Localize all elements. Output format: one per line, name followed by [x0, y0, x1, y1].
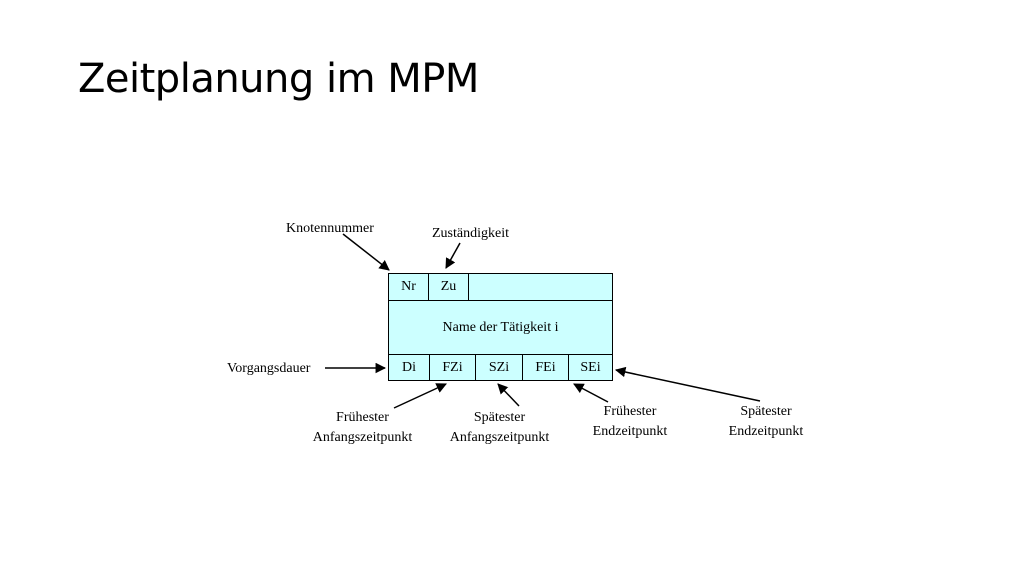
arrow-zustaendigkeit	[445, 242, 461, 269]
node-top-row: Nr Zu	[389, 274, 612, 301]
label-line: Anfangszeitpunkt	[312, 430, 413, 445]
slide-title: Zeitplanung im MPM	[78, 56, 479, 102]
label-line: Anfangszeitpunkt	[449, 430, 550, 445]
label-line: Endzeitpunkt	[728, 424, 804, 439]
arrow-fruehester-anfang	[393, 383, 447, 409]
label-spaetester-anfangszeitpunkt: Spätester Anfangszeitpunkt	[437, 408, 562, 448]
cell-name: Name der Tätigkeit i	[442, 319, 559, 335]
label-line: Frühester	[603, 404, 657, 419]
label-line: Frühester	[336, 410, 389, 425]
label-line: Spätester	[473, 410, 526, 425]
arrow-knotennummer	[342, 233, 390, 271]
cell-nr: Nr	[389, 274, 429, 300]
arrow-spaetester-ende	[614, 366, 761, 402]
label-fruehester-anfangszeitpunkt: Frühester Anfangszeitpunkt	[300, 408, 425, 448]
cell-zu: Zu	[429, 274, 469, 300]
label-line: Endzeitpunkt	[592, 424, 668, 439]
cell-sei: SEi	[580, 359, 601, 375]
label-spaetester-endzeitpunkt: Spätester Endzeitpunkt	[711, 402, 821, 442]
label-fruehester-endzeitpunkt: Frühester Endzeitpunkt	[575, 402, 685, 442]
label-zustaendigkeit: Zuständigkeit	[432, 226, 509, 241]
label-vorgangsdauer: Vorgangsdauer	[227, 361, 311, 376]
label-knotennummer: Knotennummer	[286, 221, 374, 236]
mpm-node: Nr Zu Name der Tätigkeit i Di FZi SZi FE…	[388, 273, 613, 381]
arrow-spaetester-anfang	[497, 383, 520, 407]
cell-fei: FEi	[523, 355, 569, 380]
cell-szi: SZi	[476, 355, 523, 380]
arrow-fruehester-ende	[573, 383, 609, 403]
cell-fzi: FZi	[430, 355, 476, 380]
cell-di: Di	[389, 355, 430, 380]
node-bottom-row: Di FZi SZi FEi SEi	[389, 354, 612, 380]
label-line: Spätester	[740, 404, 792, 419]
